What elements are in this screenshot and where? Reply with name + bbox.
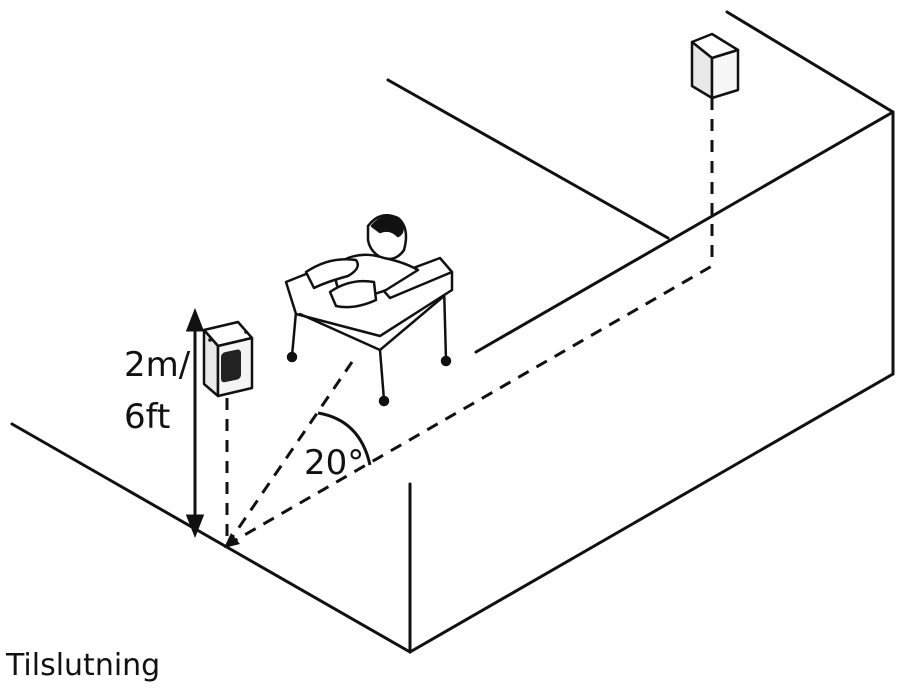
- front-floor-edge: [408, 372, 895, 654]
- floor-diagonal-line: [226, 264, 713, 547]
- angle-label: 20°: [304, 443, 364, 483]
- right-wall-floor-edge: [474, 110, 895, 354]
- height-dimension: [185, 307, 205, 539]
- front-speaker-icon: [202, 320, 254, 398]
- back-wall-top-edge: [386, 78, 670, 240]
- diagram-caption: Tilslutning: [6, 648, 161, 683]
- room-outline: [10, 10, 895, 654]
- sightlines: [225, 98, 714, 547]
- arrow-down-icon: [185, 514, 205, 539]
- listener-armchair-icon: [284, 214, 454, 407]
- floor-point-arrow-icon: [224, 533, 240, 548]
- rear-speaker-icon: [690, 32, 740, 100]
- listener-sightline: [225, 361, 354, 546]
- left-floor-edge: [10, 422, 412, 654]
- arrow-up-icon: [185, 307, 205, 332]
- height-label-line2: 6ft: [124, 397, 170, 437]
- angle-arc: [317, 411, 372, 466]
- right-wall-top-edge: [725, 10, 895, 114]
- speaker-grille-icon: [221, 349, 241, 383]
- height-label-line1: 2m/: [124, 345, 191, 385]
